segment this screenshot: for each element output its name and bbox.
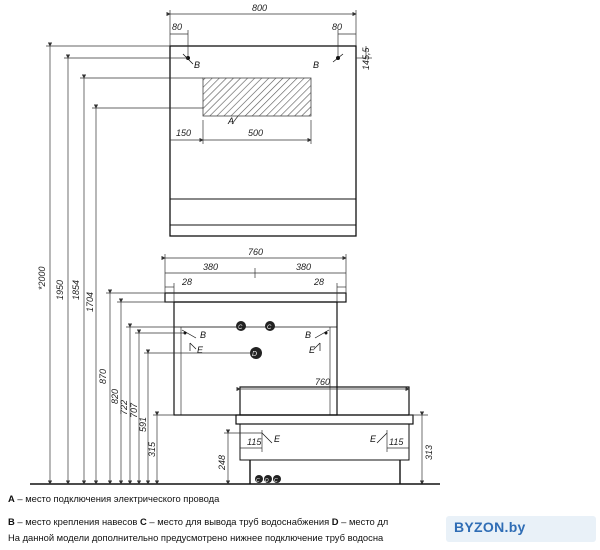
mirror-offset-left-label: 80 <box>172 22 182 32</box>
marker-b-cab-left: B <box>200 330 206 340</box>
legend-line-bcd: B – место крепления навесов C – место дл… <box>8 516 389 527</box>
base-cabinet <box>164 292 347 416</box>
cabinet-half-left-label: 380 <box>203 262 218 272</box>
connection-area-hatch <box>202 77 312 117</box>
height-dimensions <box>46 42 262 485</box>
cabinet-half-right-label: 380 <box>296 262 311 272</box>
height-248-label: 248 <box>217 455 227 471</box>
marker-c-1: C <box>238 325 243 331</box>
marker-c-bench-1: C <box>256 478 260 484</box>
mirror-offset-right-label: 80 <box>332 22 342 32</box>
legend-line-note: На данной модели дополнительно предусмот… <box>8 532 384 543</box>
height-707-label: 707 <box>129 402 139 418</box>
bench-height-313-label: 313 <box>424 445 434 460</box>
cabinet-dimensions <box>161 254 347 302</box>
marker-d-bench: D <box>265 478 269 484</box>
height-1854-label: 1854 <box>71 280 81 300</box>
height-820-label: 820 <box>110 389 120 404</box>
watermark-logo: BYZON.by <box>446 516 596 542</box>
height-315-label: 315 <box>147 441 157 457</box>
mirror-top-gap-label: 145,5 <box>361 46 371 70</box>
marker-b-left: B <box>194 60 200 70</box>
height-722-label: 722 <box>119 400 129 415</box>
cabinet-edge-right-label: 28 <box>313 277 324 287</box>
bench <box>235 386 414 484</box>
mirror-cabinet <box>169 45 357 237</box>
mirror-width-label: 800 <box>252 3 267 13</box>
cabinet-edge-left-label: 28 <box>181 277 192 287</box>
marker-a: A <box>227 116 234 126</box>
marker-c-bench-2: C <box>274 478 278 484</box>
cabinet-width-label: 760 <box>248 247 263 257</box>
height-1704-label: 1704 <box>85 292 95 312</box>
height-870-label: 870 <box>98 369 108 384</box>
height-2000-label: *2000 <box>37 266 47 290</box>
mirror-dimensions <box>166 10 372 144</box>
bench-e-left-label: 115 <box>247 437 262 447</box>
marker-e-bench-right: E <box>370 434 377 444</box>
bench-e-right-label: 115 <box>389 437 404 447</box>
mirror-a-width-label: 500 <box>248 128 263 138</box>
marker-e-cab-left: E <box>197 345 204 355</box>
bench-width-label: 760 <box>315 377 330 387</box>
marker-c-2: C <box>267 325 272 331</box>
marker-e-cab-right: E <box>309 345 316 355</box>
height-591-label: 591 <box>138 417 148 432</box>
marker-b-right: B <box>313 60 319 70</box>
marker-b-cab-right: B <box>305 330 311 340</box>
legend-line-a: A – место подключения электрического про… <box>8 493 220 504</box>
mirror-offset-a-label: 150 <box>176 128 191 138</box>
marker-d: D <box>252 351 257 358</box>
marker-e-bench-left: E <box>274 434 281 444</box>
height-1950-label: 1950 <box>55 280 65 300</box>
